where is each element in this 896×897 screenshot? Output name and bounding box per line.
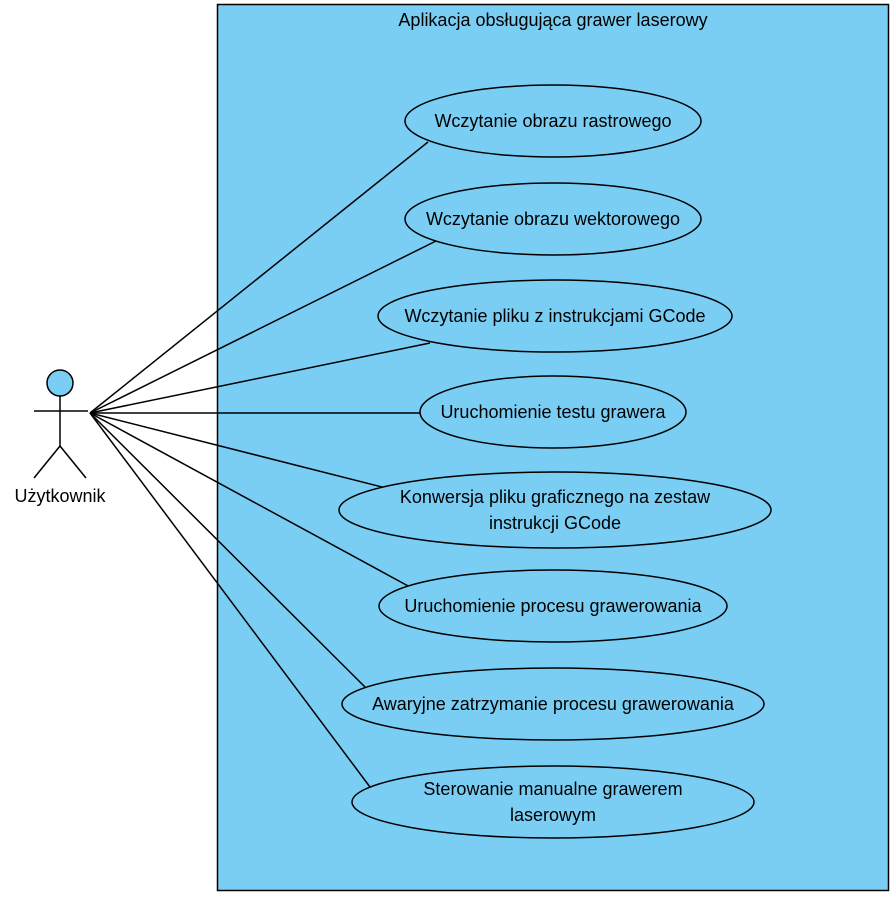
use-case-label: Awaryjne zatrzymanie procesu grawerowani… [372, 694, 735, 714]
use-case-label: laserowym [510, 805, 596, 825]
use-case: Sterowanie manualne grawerem laserowym [351, 765, 755, 839]
use-case: Uruchomienie testu grawera [419, 375, 687, 449]
association-line [89, 412, 367, 689]
association-line [89, 412, 371, 788]
use-case-ellipse [404, 182, 702, 256]
actor-user: Użytkownik [14, 369, 107, 506]
use-case-ellipse [404, 84, 702, 158]
use-case-ellipse [341, 667, 765, 741]
use-case: Konwersja pliku graficznego na zestaw ins… [338, 471, 772, 549]
association-line [89, 342, 431, 414]
use-case: Wczytanie obrazu rastrowego [404, 84, 702, 158]
use-case-label: instrukcji GCode [489, 513, 621, 533]
association-line [89, 412, 387, 489]
use-case-ellipse [377, 279, 733, 353]
association-line [89, 141, 429, 414]
association-line [89, 412, 411, 588]
use-case: Awaryjne zatrzymanie procesu grawerowani… [341, 667, 765, 741]
use-case: Wczytanie obrazu wektorowego [404, 182, 702, 256]
use-case-label: Konwersja pliku graficznego na zestaw [400, 487, 711, 507]
actor-left-leg [33, 445, 61, 479]
use-case-ellipse [419, 375, 687, 449]
use-case-label: Sterowanie manualne grawerem [423, 779, 682, 799]
use-case-ellipse [338, 471, 772, 549]
association-line [89, 240, 437, 414]
system-title: Aplikacja obsługująca grawer laserowy [398, 10, 707, 30]
use-case-label: Wczytanie obrazu rastrowego [434, 111, 671, 131]
use-case: Wczytanie pliku z instrukcjami GCode [377, 279, 733, 353]
use-case-label: Uruchomienie testu grawera [440, 402, 666, 422]
use-case-label: Wczytanie obrazu wektorowego [426, 209, 680, 229]
associations [89, 141, 437, 788]
use-case: Uruchomienie procesu grawerowania [378, 569, 728, 643]
actor-right-leg [59, 445, 87, 479]
use-case-label: Wczytanie pliku z instrukcjami GCode [404, 306, 705, 326]
use-case-label: Uruchomienie procesu grawerowania [404, 596, 702, 616]
use-case-ellipse [378, 569, 728, 643]
actor-label: Użytkownik [14, 486, 106, 506]
use-case-ellipse [351, 765, 755, 839]
actor-head [46, 369, 74, 397]
